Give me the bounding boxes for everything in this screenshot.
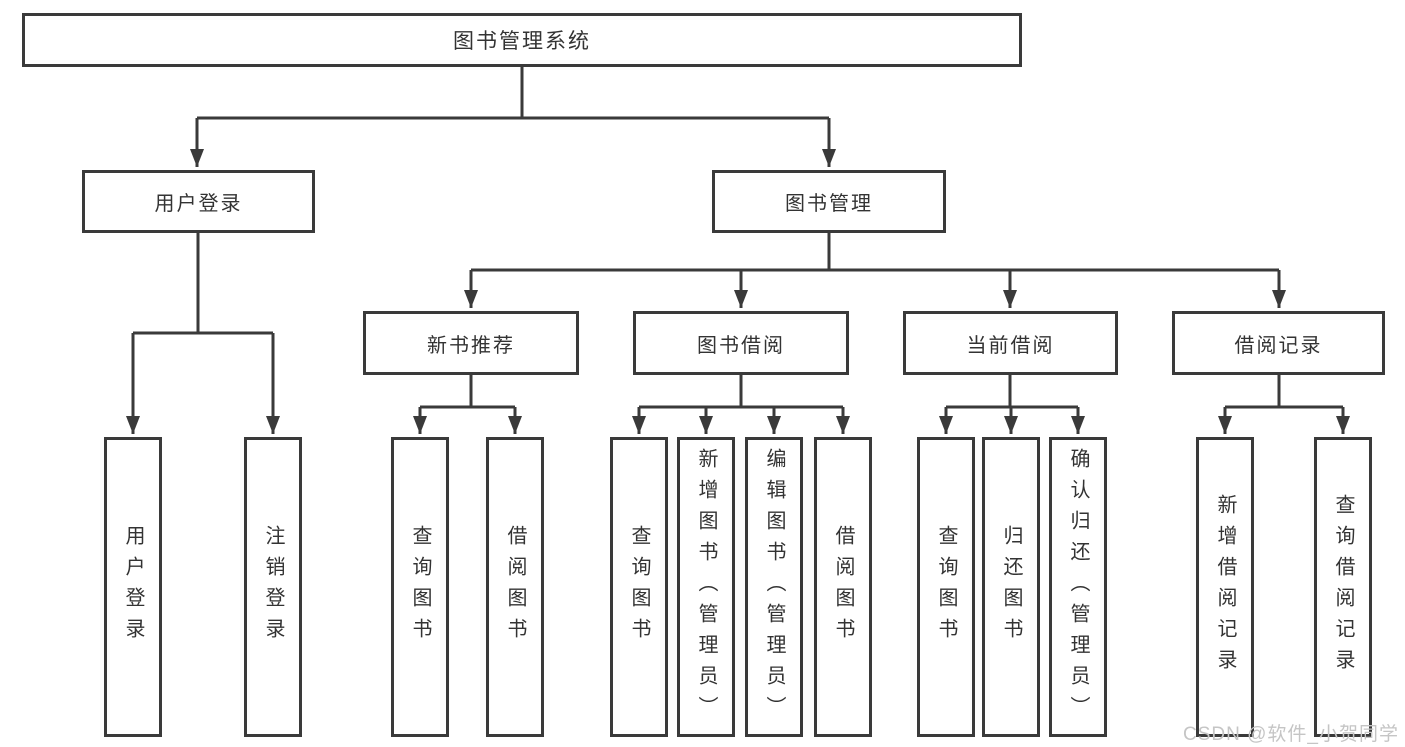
csdn-watermark: CSDN @软件_小贺同学 [1183, 724, 1399, 745]
leaf-borrow-edit-books-admin: 编辑图书（管理员） [745, 437, 803, 737]
leaf-current-return-books-label: 归还图书 [1000, 525, 1022, 649]
leaf-recommend-query-books-label: 查询图书 [409, 525, 431, 649]
node-root-system: 图书管理系统 [22, 13, 1022, 67]
leaf-borrow-add-books-admin: 新增图书（管理员） [677, 437, 735, 737]
leaf-borrow-query-books-label: 查询图书 [628, 525, 650, 649]
leaf-current-query-books: 查询图书 [917, 437, 975, 737]
node-current-borrow: 当前借阅 [903, 311, 1118, 375]
leaf-records-query-record: 查询借阅记录 [1314, 437, 1372, 737]
leaf-recommend-query-books: 查询图书 [391, 437, 449, 737]
node-new-book-recommend: 新书推荐 [363, 311, 579, 375]
leaf-borrow-query-books: 查询图书 [610, 437, 668, 737]
leaf-records-add-record-label: 新增借阅记录 [1214, 494, 1236, 680]
leaf-recommend-borrow-books-label: 借阅图书 [504, 525, 526, 649]
leaf-records-add-record: 新增借阅记录 [1196, 437, 1254, 737]
node-book-management: 图书管理 [712, 170, 946, 233]
node-user-login: 用户登录 [82, 170, 315, 233]
leaf-user-login: 用户登录 [104, 437, 162, 737]
leaf-current-confirm-return-admin: 确认归还（管理员） [1049, 437, 1107, 737]
leaf-user-login-label: 用户登录 [122, 525, 144, 649]
leaf-current-return-books: 归还图书 [982, 437, 1040, 737]
node-book-borrow: 图书借阅 [633, 311, 849, 375]
node-borrow-records: 借阅记录 [1172, 311, 1385, 375]
leaf-current-confirm-return-admin-label: 确认归还（管理员） [1067, 447, 1089, 727]
leaf-borrow-add-books-admin-label: 新增图书（管理员） [695, 447, 717, 727]
leaf-current-query-books-label: 查询图书 [935, 525, 957, 649]
leaf-borrow-borrow-books-label: 借阅图书 [832, 525, 854, 649]
leaf-borrow-borrow-books: 借阅图书 [814, 437, 872, 737]
leaf-records-query-record-label: 查询借阅记录 [1332, 494, 1354, 680]
leaf-logout: 注销登录 [244, 437, 302, 737]
leaf-borrow-edit-books-admin-label: 编辑图书（管理员） [763, 447, 785, 727]
leaf-logout-label: 注销登录 [262, 525, 284, 649]
leaf-recommend-borrow-books: 借阅图书 [486, 437, 544, 737]
